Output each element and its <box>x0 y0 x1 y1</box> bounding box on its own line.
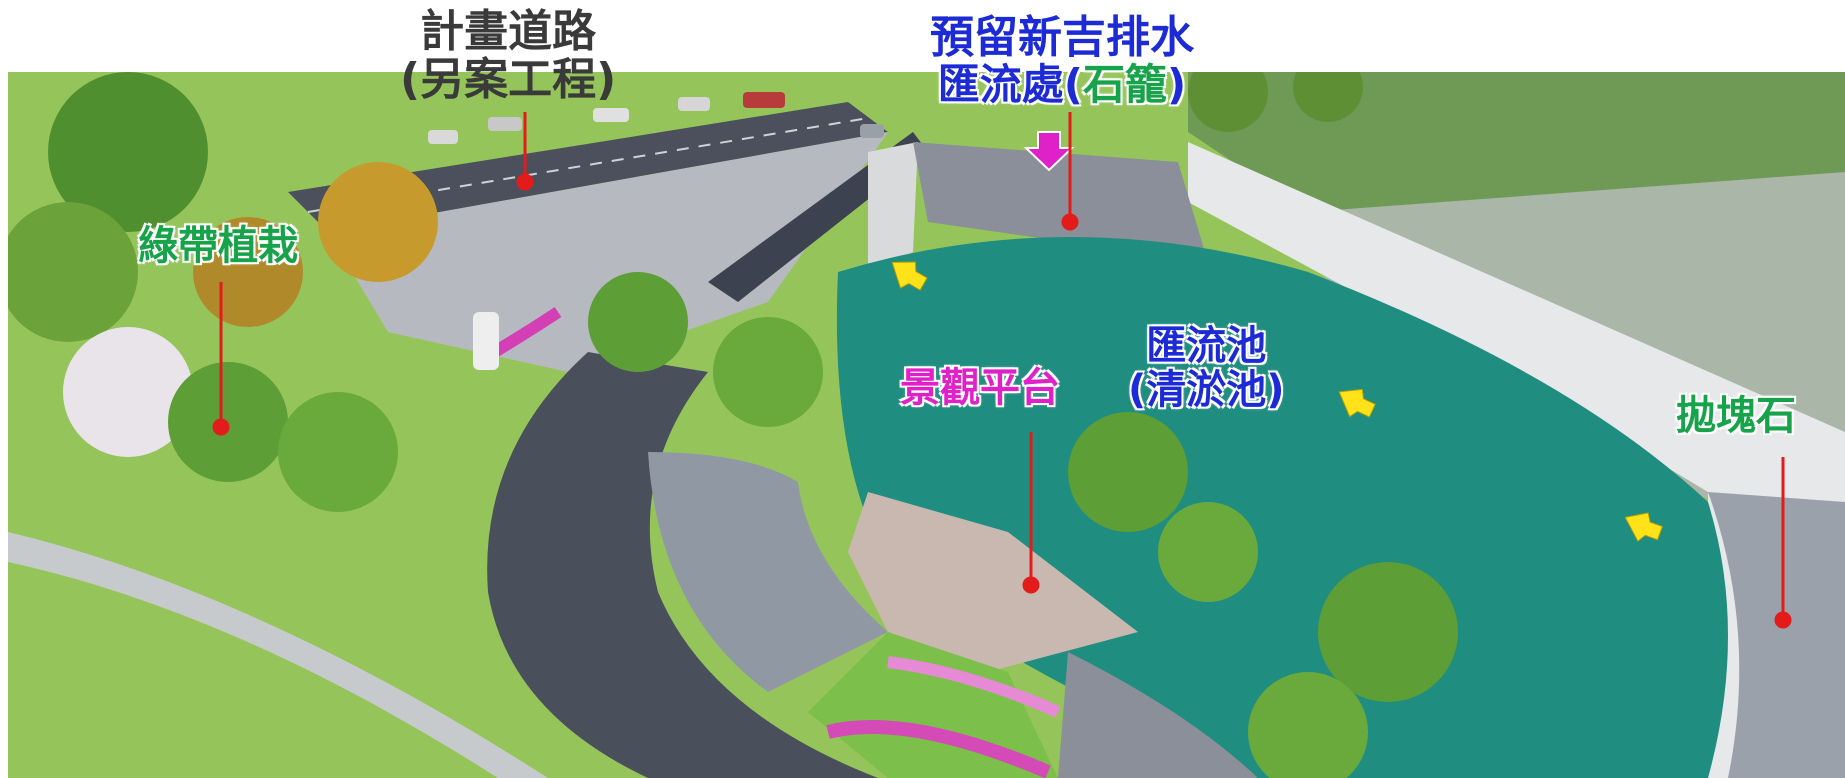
confluence-part1: 匯流處( <box>937 60 1083 110</box>
confluence-pool-label: 匯流池 (清淤池) <box>1128 324 1285 412</box>
viewing-platform-label: 景觀平台 <box>900 365 1060 411</box>
planned-road-surface <box>288 102 888 232</box>
riprap-label: 拋塊石 <box>1676 393 1796 439</box>
reserve-drain-label-line1: 預留新吉排水 <box>930 12 1194 63</box>
gabion-text: 石籠 <box>1082 60 1167 110</box>
confluence-pool-line2: (清淤池) <box>1128 367 1285 413</box>
confluence-part3: ) <box>1167 60 1187 110</box>
viewing-platform-deck <box>848 492 1138 672</box>
cars <box>428 92 884 144</box>
planned-road-label-line2: (另案工程) <box>400 54 617 106</box>
flow-arrows <box>891 261 1663 542</box>
green-belt-label: 綠帶植栽 <box>138 223 298 269</box>
inflow-arrow <box>1023 131 1075 172</box>
curved-road <box>487 352 878 778</box>
rendered-scene <box>8 72 1845 778</box>
footpath <box>8 532 548 778</box>
confluence-pool-line1: 匯流池 <box>1146 323 1267 369</box>
riprap-stones <box>1708 492 1845 778</box>
concrete-plaza <box>328 132 888 372</box>
confluence-label-line2: 匯流處(石籠) <box>930 62 1194 108</box>
gabion-steps <box>913 142 1208 262</box>
planned-road-label: 計畫道路 (另案工程) <box>400 6 617 106</box>
trees <box>8 72 1458 778</box>
amphitheater-steps <box>648 452 888 692</box>
leader-lines <box>212 112 1792 629</box>
planned-road-label-line1: 計畫道路 <box>420 6 597 57</box>
reserve-drain-label: 預留新吉排水 匯流處(石籠) <box>930 12 1194 109</box>
